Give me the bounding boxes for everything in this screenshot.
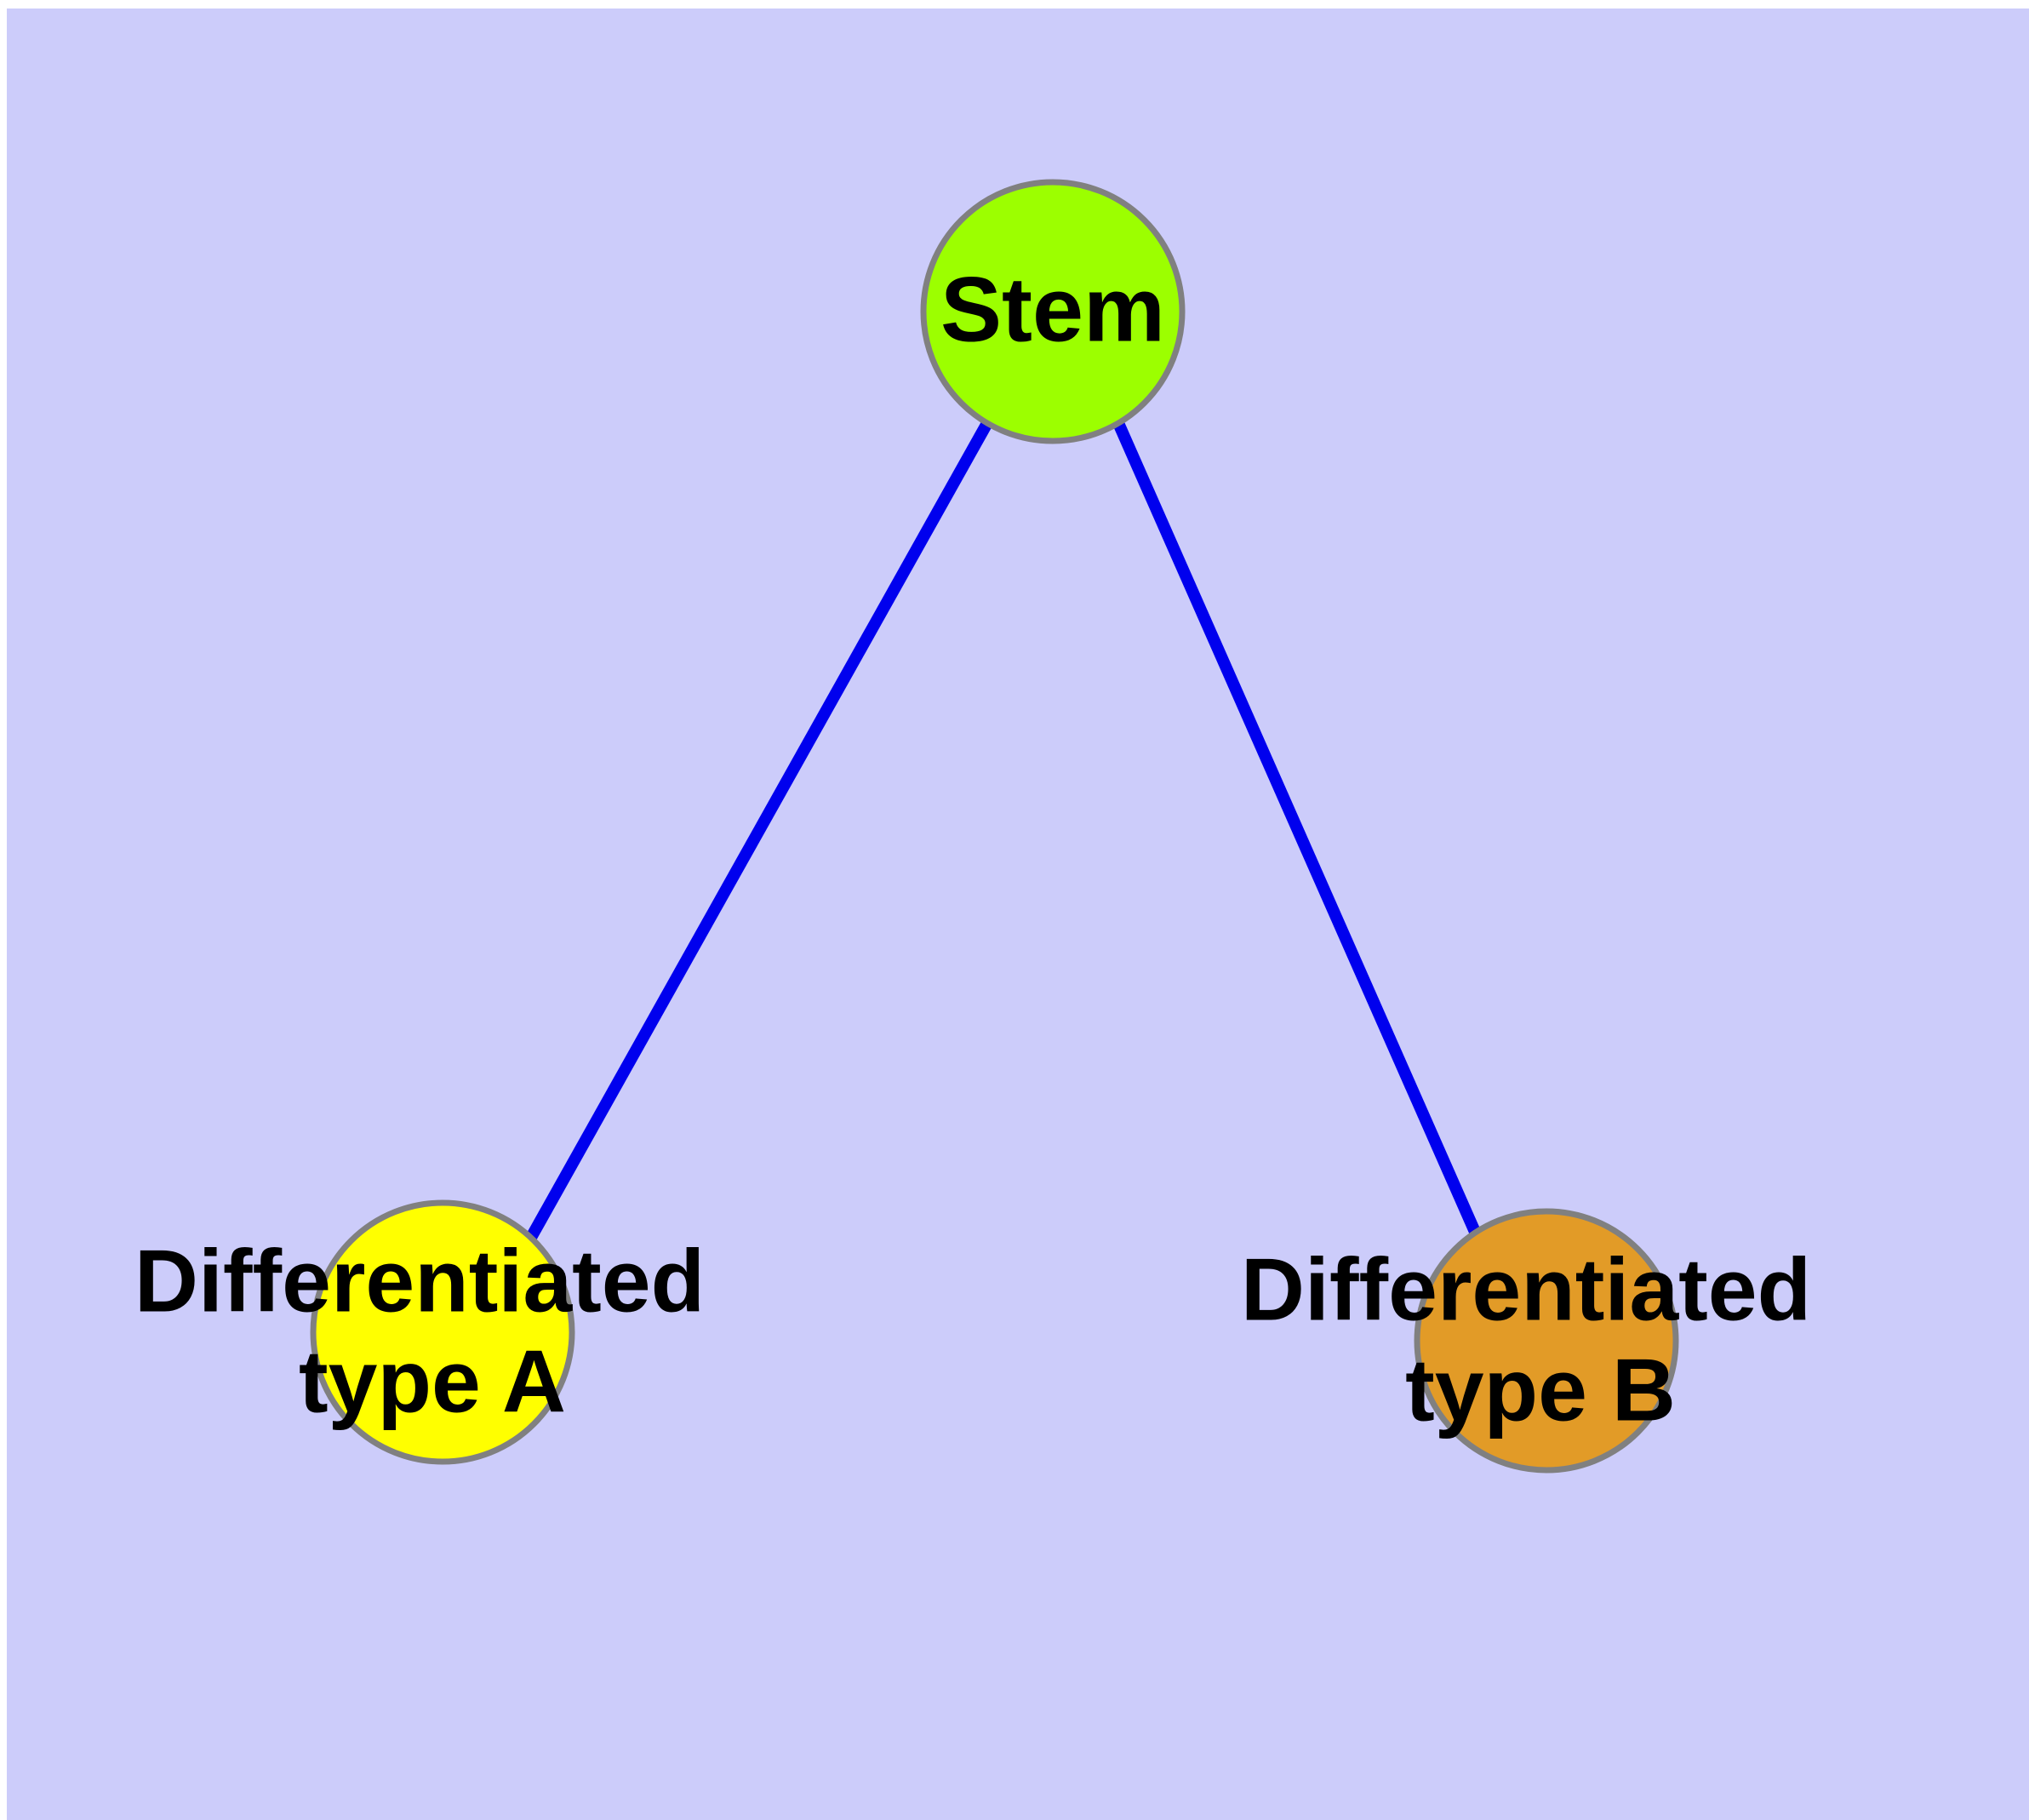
node-differentiated-type-b-circle[interactable] bbox=[1414, 1208, 1679, 1474]
edge-stem-to-differentiated-type-a[interactable] bbox=[523, 420, 993, 1245]
node-differentiated-type-b[interactable] bbox=[1414, 1208, 1679, 1474]
node-differentiated-type-a[interactable] bbox=[310, 1199, 575, 1465]
node-differentiated-type-b-label-line1: Differentiated bbox=[1241, 1240, 1811, 1339]
node-differentiated-type-a-label-line1: Differentiated bbox=[134, 1232, 705, 1331]
node-stem-label: Stem bbox=[940, 258, 1165, 361]
edge-layer bbox=[523, 420, 1481, 1245]
node-differentiated-type-a-circle[interactable] bbox=[310, 1199, 575, 1465]
node-stem-circle[interactable] bbox=[920, 179, 1186, 444]
node-layer bbox=[310, 179, 1679, 1474]
node-stem[interactable] bbox=[920, 179, 1186, 444]
node-differentiated-type-a-label-line2: type A bbox=[299, 1332, 566, 1431]
edge-stem-to-differentiated-type-b[interactable] bbox=[1112, 421, 1481, 1234]
node-differentiated-type-b-label-line2: type B bbox=[1405, 1341, 1676, 1439]
label-layer: Stem Differentiated type A Differentiate… bbox=[134, 258, 1811, 1440]
